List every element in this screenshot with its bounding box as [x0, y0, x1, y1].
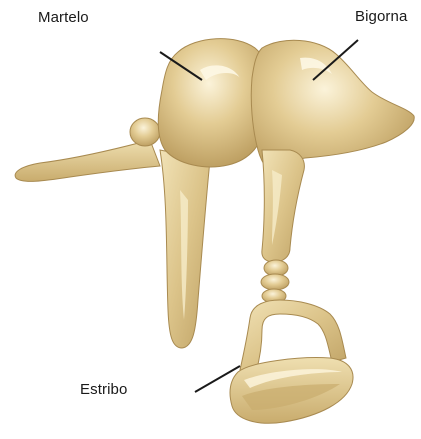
stapes-label: Estribo [80, 381, 127, 398]
malleus-lateral-knob [130, 118, 160, 146]
malleus-anterior-process [15, 140, 160, 181]
malleus-bone [15, 39, 271, 348]
malleus-label: Martelo [38, 9, 89, 26]
incus-label: Bigorna [355, 8, 407, 25]
incus-bone [251, 40, 414, 262]
stapes-bone [230, 260, 353, 423]
incus-long-process [262, 150, 305, 262]
